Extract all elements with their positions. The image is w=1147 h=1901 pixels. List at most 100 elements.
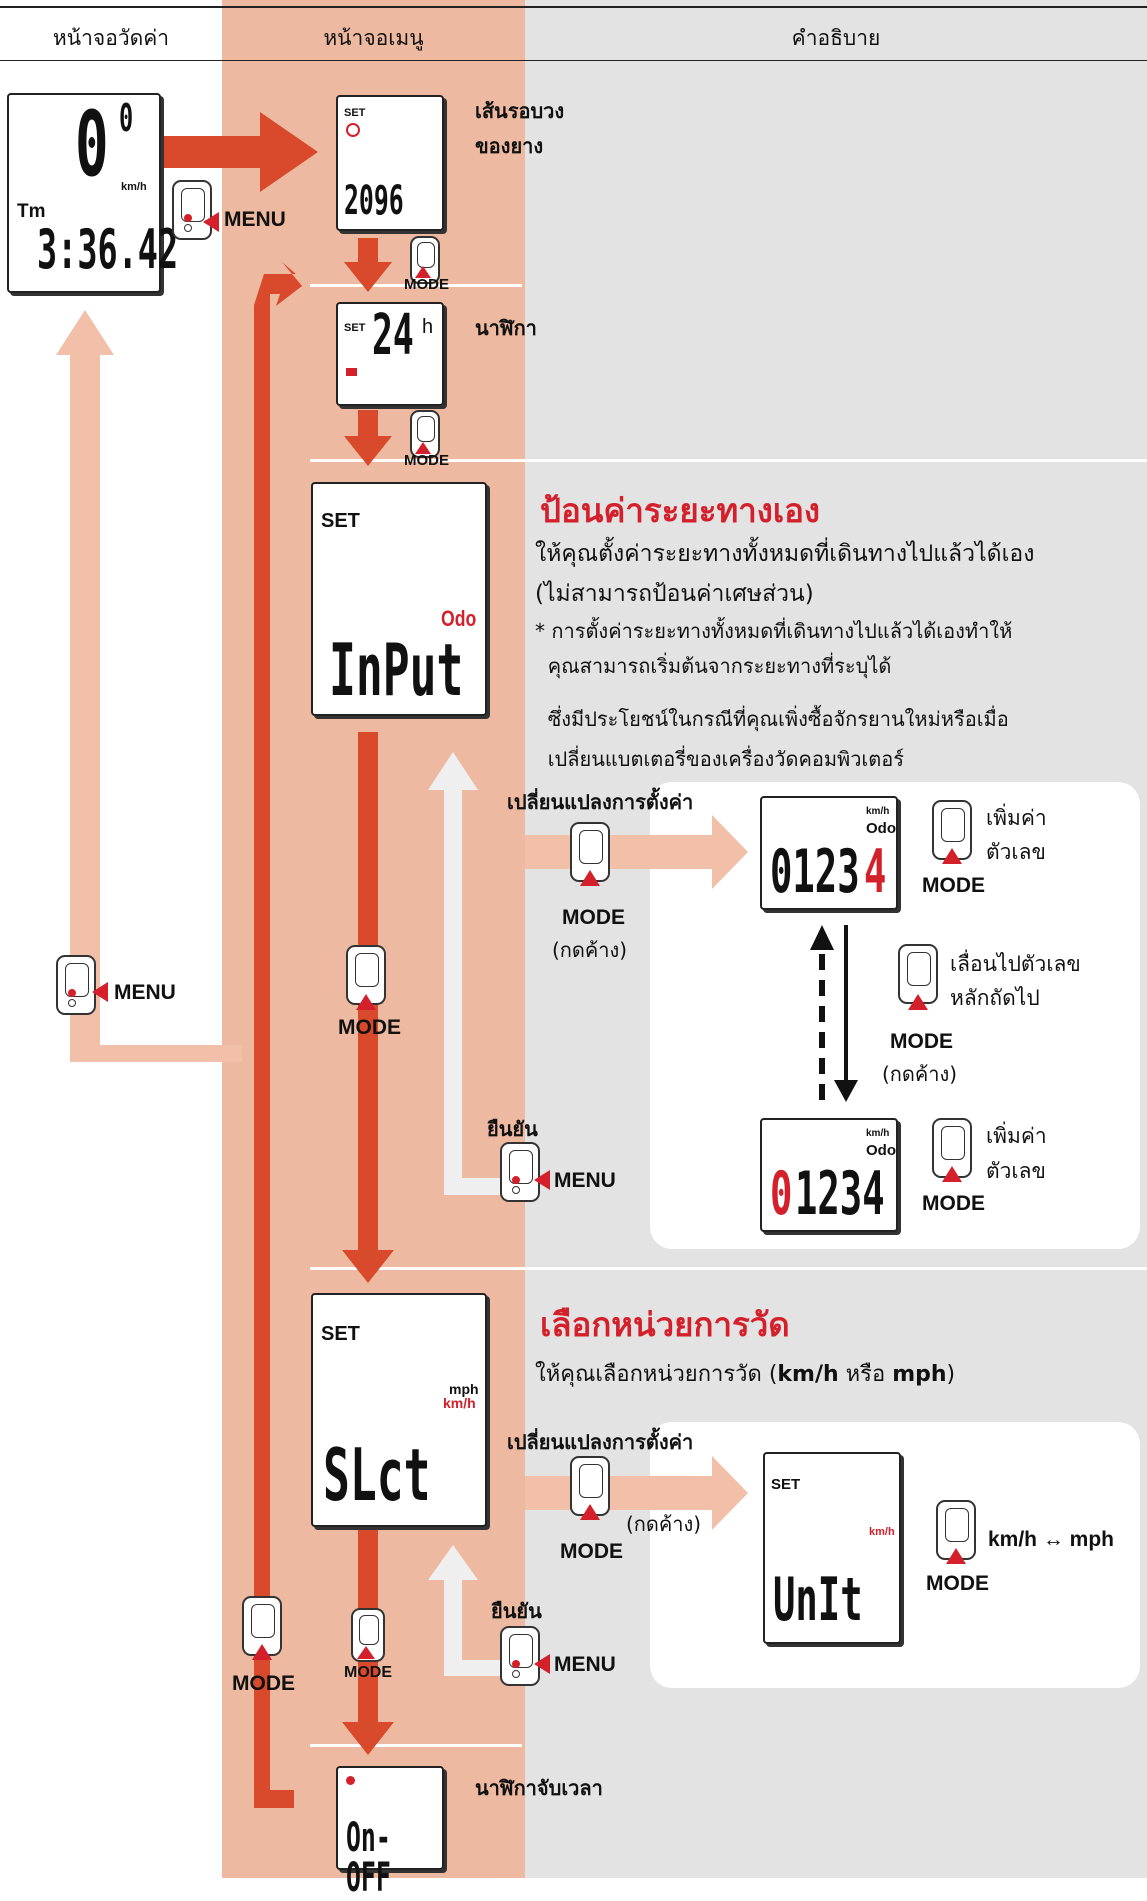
- menu-pointer-icon: [534, 1654, 550, 1674]
- mode-button-label[interactable]: MODE: [560, 1540, 623, 1563]
- stopwatch-title: นาฬิกาจับเวลา: [475, 1776, 603, 1800]
- panel-unit: km/h: [866, 806, 890, 817]
- odo-lcd: SET Odo InPut: [311, 482, 487, 716]
- column-header-explain: คำอธิบาย: [791, 26, 881, 50]
- divider-line: [310, 1267, 1147, 1270]
- unit-description: ให้คุณเลือกหน่วยการวัด (km/h หรือ mph): [535, 1358, 955, 1391]
- device-icon: [242, 1596, 282, 1656]
- tire-value: 2096: [344, 178, 404, 224]
- panel-set: SET: [771, 1476, 801, 1493]
- menu-button-label[interactable]: MENU: [114, 981, 176, 1004]
- divider-line: [310, 1744, 522, 1747]
- mode-pointer-icon: [942, 848, 962, 864]
- unit-panel-value: UnIt: [773, 1565, 863, 1635]
- odo-change-arrow: [525, 815, 748, 889]
- clock-icon: [346, 368, 357, 376]
- mode-button-label[interactable]: MODE: [404, 276, 449, 293]
- unit-heading: เลือกหน่วยการวัด: [540, 1305, 790, 1344]
- clock-title: นาฬิกา: [475, 316, 537, 340]
- mode-button-label[interactable]: MODE: [926, 1572, 989, 1595]
- mode-pointer-icon: [415, 442, 431, 454]
- menu-pointer-icon: [203, 212, 219, 232]
- unit-desc-kmh: km/h: [777, 1362, 839, 1387]
- odo-confirm-label: ยืนยัน: [487, 1117, 538, 1141]
- mode-button-label[interactable]: MODE: [338, 1016, 401, 1039]
- mode-pointer-icon: [357, 1646, 375, 1659]
- unit-lcd: SET mph km/h SLct: [311, 1293, 487, 1527]
- header-top-line: [0, 6, 1147, 8]
- odo-input-value: InPut: [329, 628, 464, 712]
- panel-odo: Odo: [866, 820, 896, 837]
- mode-button-label[interactable]: MODE: [922, 874, 985, 897]
- odo-confirm-arrow: [428, 752, 500, 1195]
- mode-pointer-icon: [946, 1548, 966, 1564]
- set-label: SET: [344, 107, 366, 119]
- odo-line: (ไม่สามารถป้อนค่าเศษส่วน): [535, 581, 814, 607]
- clock-to-odo-arrow: [344, 410, 392, 466]
- mode-pointer-icon: [942, 1166, 962, 1182]
- device-icon: [500, 1626, 540, 1686]
- mode-button-label[interactable]: MODE: [890, 1030, 953, 1053]
- unit-desc-mph: mph: [892, 1362, 947, 1387]
- clock-value: 24: [372, 303, 414, 368]
- panel-unit: km/h: [866, 1128, 890, 1139]
- tire-to-clock-arrow: [344, 238, 392, 292]
- solid-down-head: [834, 1080, 858, 1102]
- mode-button-label[interactable]: MODE: [232, 1672, 295, 1695]
- mode-pointer-icon: [356, 994, 376, 1010]
- unit-hold-label: (กดค้าง): [626, 1512, 702, 1536]
- divider-line: [310, 284, 522, 287]
- mode-button-label[interactable]: MODE: [404, 452, 449, 469]
- odo-note-line: ซึ่งมีประโยชน์ในกรณีที่คุณเพิ่งซื้อจักรย…: [535, 707, 1009, 731]
- menu-button-label[interactable]: MENU: [554, 1169, 616, 1192]
- tire-lcd: SET 2096: [336, 95, 444, 231]
- stopwatch-icon: [346, 1776, 355, 1785]
- odo-panel-lcd-top: km/h Odo 0123 4: [760, 796, 898, 910]
- column-header-menu: หน้าจอเมนู: [323, 26, 424, 50]
- menu-loop-arrow: [254, 262, 302, 1808]
- speed-digit: 0: [75, 92, 109, 197]
- unit-desc-pre: ให้คุณเลือกหน่วยการวัด (: [535, 1362, 778, 1387]
- divider-line: [310, 459, 1147, 462]
- set-label: SET: [321, 1323, 360, 1345]
- menu-pointer-icon: [92, 982, 108, 1002]
- mode-pointer-icon: [580, 1504, 600, 1520]
- measure-to-menu-arrow: [162, 112, 318, 192]
- menu-button-label[interactable]: MENU: [554, 1653, 616, 1676]
- speed-unit: km/h: [121, 181, 147, 193]
- stopwatch-value: On-OFF: [346, 1815, 391, 1901]
- unit-mph: mph: [449, 1381, 479, 1397]
- device-icon: [56, 955, 96, 1015]
- next-digit-label-1: เลื่อนไปตัวเลข: [950, 952, 1081, 976]
- mode-button-label[interactable]: MODE: [922, 1192, 985, 1215]
- mode-button-label[interactable]: MODE: [344, 1664, 392, 1681]
- unit-kmh: km/h: [443, 1395, 476, 1411]
- hold-label: (กดค้าง): [552, 938, 628, 962]
- increase-label-2: ตัวเลข: [986, 1159, 1046, 1183]
- set-label: SET: [344, 322, 366, 334]
- dashed-up-head: [810, 925, 834, 950]
- odo-label: Odo: [441, 606, 477, 631]
- tire-icon: [346, 123, 360, 137]
- loop-bottom-arrow: [254, 1790, 294, 1808]
- odo-heading: ป้อนค่าระยะทางเอง: [540, 491, 821, 530]
- unit-select-value: SLct: [323, 1433, 431, 1517]
- increase-label-1: เพิ่มค่า: [986, 1124, 1047, 1148]
- tire-title-1: เส้นรอบวง: [475, 99, 565, 123]
- return-to-measure-arrow: [56, 310, 242, 1062]
- unit-toggle-label: km/h ↔ mph: [988, 1528, 1115, 1551]
- menu-button-label[interactable]: MENU: [224, 208, 286, 231]
- panel-unit: km/h: [869, 1526, 895, 1538]
- speed-decimal: 0: [119, 96, 134, 140]
- odo-rest-digits: 1234: [795, 1159, 885, 1229]
- next-digit-label-2: หลักถัดไป: [950, 986, 1040, 1010]
- mode-button-label[interactable]: MODE: [562, 906, 625, 929]
- odo-note-line: เปลี่ยนแบตเตอรี่ของเครื่องวัดคอมพิวเตอร์: [535, 747, 905, 771]
- panel-odo: Odo: [866, 1142, 896, 1159]
- unit-confirm-arrow: [428, 1545, 500, 1676]
- odo-digits: 0123: [770, 837, 860, 907]
- column-header-measure: หน้าจอวัดค่า: [52, 26, 170, 50]
- time-value: 3:36.42: [37, 218, 179, 281]
- mode-pointer-icon: [415, 266, 431, 278]
- increase-label-2: ตัวเลข: [986, 840, 1046, 864]
